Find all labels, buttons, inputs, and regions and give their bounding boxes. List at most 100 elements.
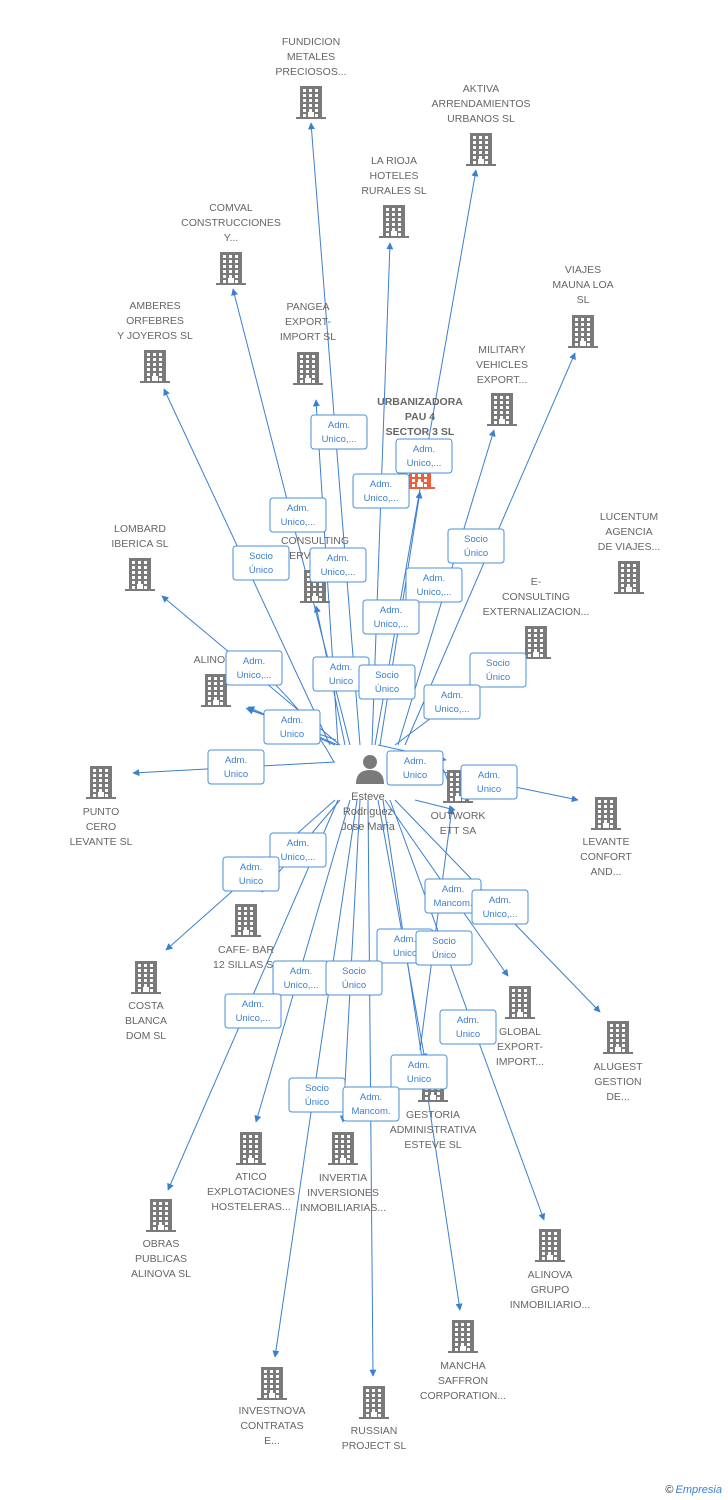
- relation-badge-aktiva[interactable]: Adm.Unico,...: [405, 567, 463, 603]
- building-icon: [86, 766, 116, 799]
- relation-badge-russian[interactable]: Adm.Mancom.: [342, 1086, 400, 1122]
- relation-badge-pangea[interactable]: Adm.Unico,...: [310, 414, 368, 450]
- relation-badge-alinova2[interactable]: Adm.Unico: [263, 709, 321, 745]
- relation-label: Adm.: [281, 715, 303, 726]
- relation-label: Adm.: [441, 690, 463, 701]
- building-icon: [487, 393, 517, 426]
- relation-label: Unico: [224, 769, 248, 780]
- relation-label: Adm.: [442, 884, 464, 895]
- company-name-line: ESTEVE SL: [404, 1139, 461, 1151]
- relation-label: Adm.: [394, 934, 416, 945]
- relation-badge-levante[interactable]: Adm.Unico: [460, 764, 518, 800]
- company-name-line: SL: [577, 294, 590, 306]
- relation-badge-cafebar[interactable]: Adm.Unico,...: [269, 832, 327, 868]
- building-icon: [328, 1132, 358, 1165]
- relation-badge-viajes[interactable]: Adm.Unico,...: [423, 684, 481, 720]
- relation-label: Unico: [477, 784, 501, 795]
- relation-badge-alugest[interactable]: Adm. Unico,...: [471, 889, 529, 925]
- relation-badge-amberes[interactable]: Adm.Unico: [312, 656, 370, 692]
- relation-label: Adm.: [489, 895, 511, 906]
- relation-badge-punto[interactable]: Adm.Unico: [207, 749, 265, 785]
- building-icon: [236, 1132, 266, 1165]
- company-name-line: INMOBILIARIO...: [510, 1299, 591, 1311]
- company-name-line: CONFORT: [580, 851, 632, 863]
- relation-label: Unico,...: [483, 909, 518, 920]
- building-icon: [591, 797, 621, 830]
- relation-badge-outwork2[interactable]: Adm.Unico: [386, 750, 444, 786]
- footer-brand[interactable]: ©Empresia: [665, 1484, 722, 1496]
- relation-badge-alinovagrupo[interactable]: Adm.Unico: [439, 1009, 497, 1045]
- relation-label: Único: [464, 548, 488, 559]
- relation-badge-atico[interactable]: Adm.Unico,...: [272, 960, 330, 996]
- company-name-line: PAU 4: [405, 411, 435, 423]
- relation-badge-alinova[interactable]: Adm.Unico,...: [225, 650, 283, 686]
- company-name-line: CERO: [86, 821, 116, 833]
- company-name-line: DE VIAJES...: [598, 541, 660, 553]
- company-name-line: COMVAL: [209, 202, 253, 214]
- relation-label: Adm.: [330, 662, 352, 673]
- relation-label: Único: [432, 950, 456, 961]
- relation-label: Adm.: [360, 1092, 382, 1103]
- company-name-line: IMPORT...: [496, 1056, 544, 1068]
- company-name-line: OBRAS: [143, 1238, 180, 1250]
- relation-badge-gestoria2[interactable]: Adm.Unico: [390, 1054, 448, 1090]
- relation-badge-larioja[interactable]: Adm.Unico,...: [352, 473, 410, 509]
- relation-badge-urbanizadora[interactable]: Adm.Unico,...: [395, 438, 453, 474]
- company-name-line: Y...: [224, 232, 238, 244]
- building-icon: [521, 626, 551, 659]
- company-name-line: CONTRATAS: [240, 1420, 303, 1432]
- relation-badge-econsulting2[interactable]: Adm.Unico,...: [309, 547, 367, 583]
- edge-gestoria2: [419, 807, 455, 1051]
- relation-label: Adm.: [404, 756, 426, 767]
- relation-badge-obras[interactable]: Adm.Unico,...: [224, 993, 282, 1029]
- relation-label: Único: [342, 980, 366, 991]
- relation-badge-fundicion[interactable]: Adm.Unico,...: [362, 599, 420, 635]
- relation-label: Unico,...: [321, 567, 356, 578]
- relation-badge-comval[interactable]: Adm.Unico,...: [269, 497, 327, 533]
- copyright-symbol: ©: [665, 1484, 674, 1496]
- company-name-line: FUNDICION: [282, 36, 340, 48]
- relation-badge-costa[interactable]: Adm.Unico: [222, 856, 280, 892]
- building-icon: [125, 558, 155, 591]
